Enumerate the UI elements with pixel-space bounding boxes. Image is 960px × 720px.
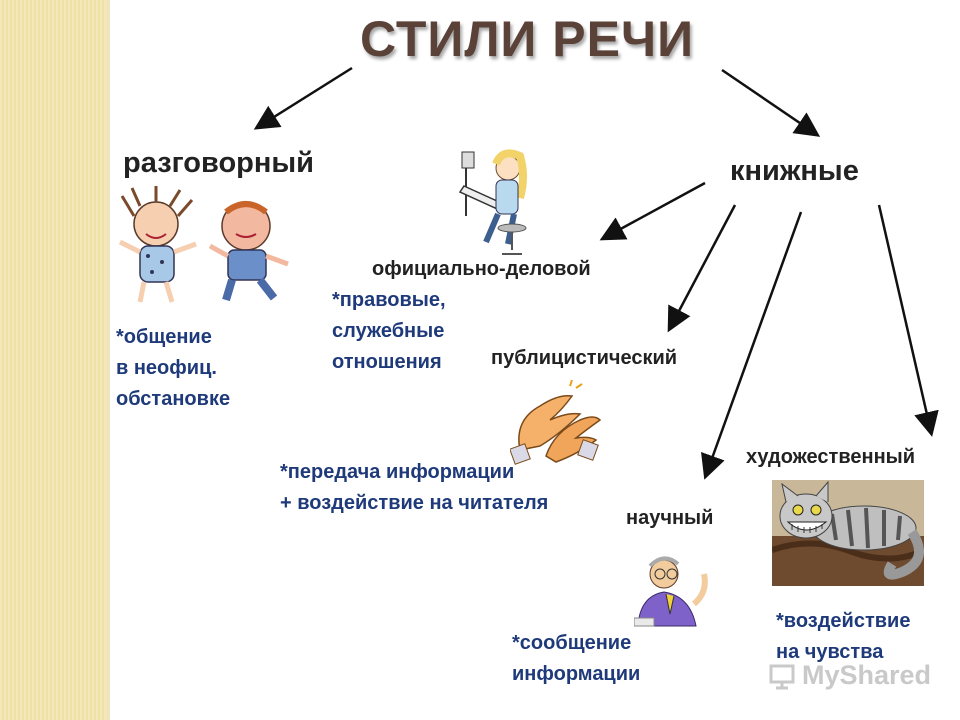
watermark-text: MyShared	[802, 660, 932, 690]
note-line: *воздействие	[776, 610, 911, 632]
bookish-label: книжные	[730, 155, 859, 187]
official-note: *правовые, служебные отношения	[332, 285, 446, 378]
arrow-to-colloquial	[253, 66, 353, 130]
diagram-title: СТИЛИ РЕЧИ	[360, 11, 695, 67]
arrow-to-official	[599, 181, 706, 241]
note-line: в неофиц.	[116, 357, 217, 379]
publicistic-label: публицистический	[491, 347, 678, 369]
note-line: *передача информации	[280, 461, 515, 483]
arrow-to-artistic	[877, 204, 939, 437]
note-line: + воздействие на читателя	[280, 492, 549, 514]
cheshire-cat-picture	[772, 480, 924, 586]
note-line: информации	[512, 663, 641, 685]
note-line: *правовые,	[332, 289, 446, 311]
cartoon-kids-icon	[118, 186, 289, 303]
presentation-icon	[769, 664, 795, 690]
colloquial-note: *общение в неофиц. обстановке	[116, 322, 230, 415]
note-line: служебные	[332, 320, 445, 342]
scientific-note: *сообщение информации	[512, 628, 640, 690]
note-line: *общение	[116, 326, 212, 348]
office-worker-icon	[458, 149, 527, 255]
note-line: отношения	[332, 351, 442, 373]
scientific-label: научный	[626, 507, 714, 529]
arrow-to-publicistic	[667, 204, 737, 333]
note-line: на чувства	[776, 641, 884, 663]
scientist-icon	[634, 556, 708, 627]
note-line: *сообщение	[512, 632, 632, 654]
artistic-note: *воздействие на чувства	[776, 606, 910, 668]
official-label: официально-деловой	[372, 258, 591, 280]
decorative-left-stripe	[0, 0, 110, 720]
colloquial-label: разговорный	[123, 147, 315, 179]
note-line: обстановке	[116, 388, 231, 410]
arrow-to-bookish	[721, 68, 821, 137]
publicistic-note: *передача информации + воздействие на чи…	[280, 457, 548, 519]
artistic-label: художественный	[746, 446, 916, 468]
arrow-to-scientific	[701, 211, 803, 480]
clapping-hands-icon	[510, 380, 602, 465]
